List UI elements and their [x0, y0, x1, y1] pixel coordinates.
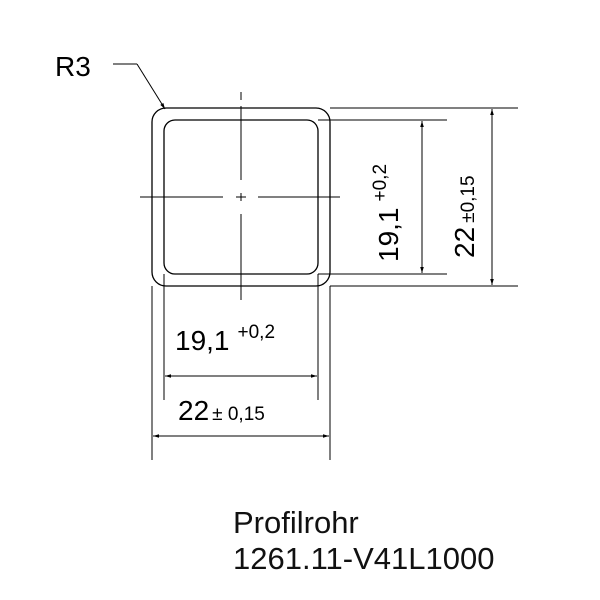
extension-lines-right	[318, 107, 518, 287]
radius-label: R3	[55, 51, 91, 82]
extension-lines-bottom	[151, 274, 331, 460]
caption-part-number: 1261.11-V41L1000	[233, 541, 495, 576]
svg-text:19,1+0,2: 19,1+0,2	[370, 164, 404, 262]
inner-width-label: 19,1+0,2	[175, 322, 275, 356]
caption-block: Profilrohr 1261.11-V41L1000	[233, 505, 494, 577]
svg-text:22±0,15: 22±0,15	[449, 175, 480, 258]
outer-width-label: 22± 0,15	[178, 395, 265, 426]
outer-height-label: 22±0,15	[449, 175, 480, 258]
caption-title: Profilrohr	[233, 505, 359, 540]
inner-height-label: 19,1+0,2	[370, 164, 404, 262]
radius-leader	[113, 63, 166, 110]
center-lines	[140, 92, 340, 300]
